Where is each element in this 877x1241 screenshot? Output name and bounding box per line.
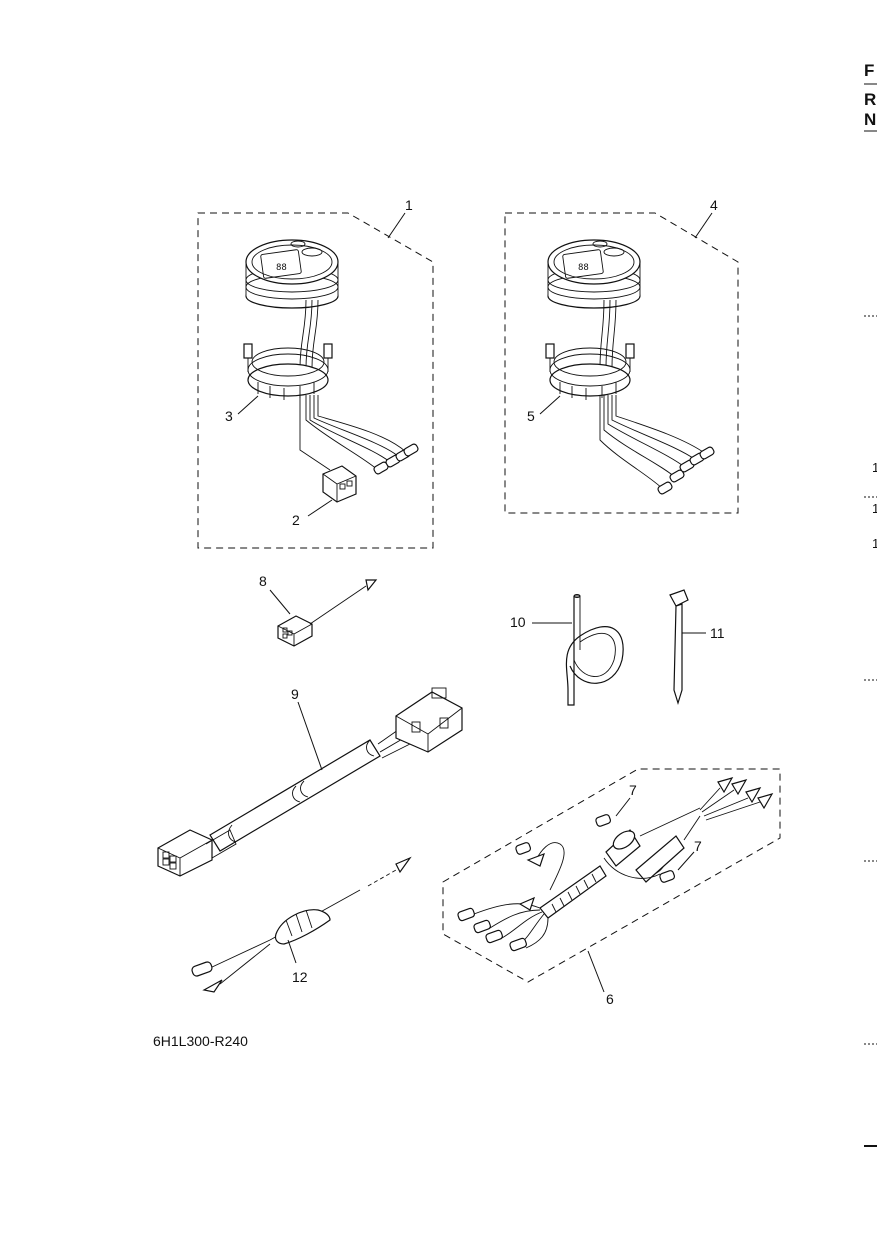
callout-7b: 7 [694,838,702,854]
figure-code: 6H1L300-R240 [153,1033,248,1049]
fuse-lead-12 [191,856,412,993]
cable-tie-11 [669,589,689,706]
hose-10 [565,594,624,706]
extension-harness-9 [157,687,463,877]
callout-9: 9 [291,686,299,702]
margin-number-2: 1 [872,501,877,516]
digital-meter-1: 88 [245,239,339,309]
margin-number-1: 1 [872,460,877,475]
mounting-nut-5 [545,343,635,400]
svg-text:88: 88 [578,263,589,273]
callout-1: 1 [405,197,413,213]
callout-3: 3 [225,408,233,424]
coupler-2 [322,465,357,503]
callout-4: 4 [710,197,718,213]
callout-8: 8 [259,573,267,589]
callout-11: 11 [710,625,725,641]
callout-6: 6 [606,991,614,1007]
connector-8 [277,579,378,647]
callout-7a: 7 [629,782,637,798]
meter-assembly-group-1: 88 [197,212,434,549]
callout-2: 2 [292,512,300,528]
callout-5: 5 [527,408,535,424]
svg-text:88: 88 [276,263,287,273]
margin-letter-r: R [864,90,876,109]
margin-letter-n: N [864,110,876,129]
right-margin-fragment: F R N 1 1 1 [864,61,877,1147]
digital-meter-4: 88 [547,239,641,309]
sub-harness-group-6 [442,768,781,993]
callout-12: 12 [292,969,308,985]
callout-10: 10 [510,614,526,630]
margin-number-3: 1 [872,536,877,551]
margin-letter-f: F [864,61,874,80]
meter-assembly-group-4: 88 [504,212,739,514]
mounting-nut-3 [243,343,333,400]
